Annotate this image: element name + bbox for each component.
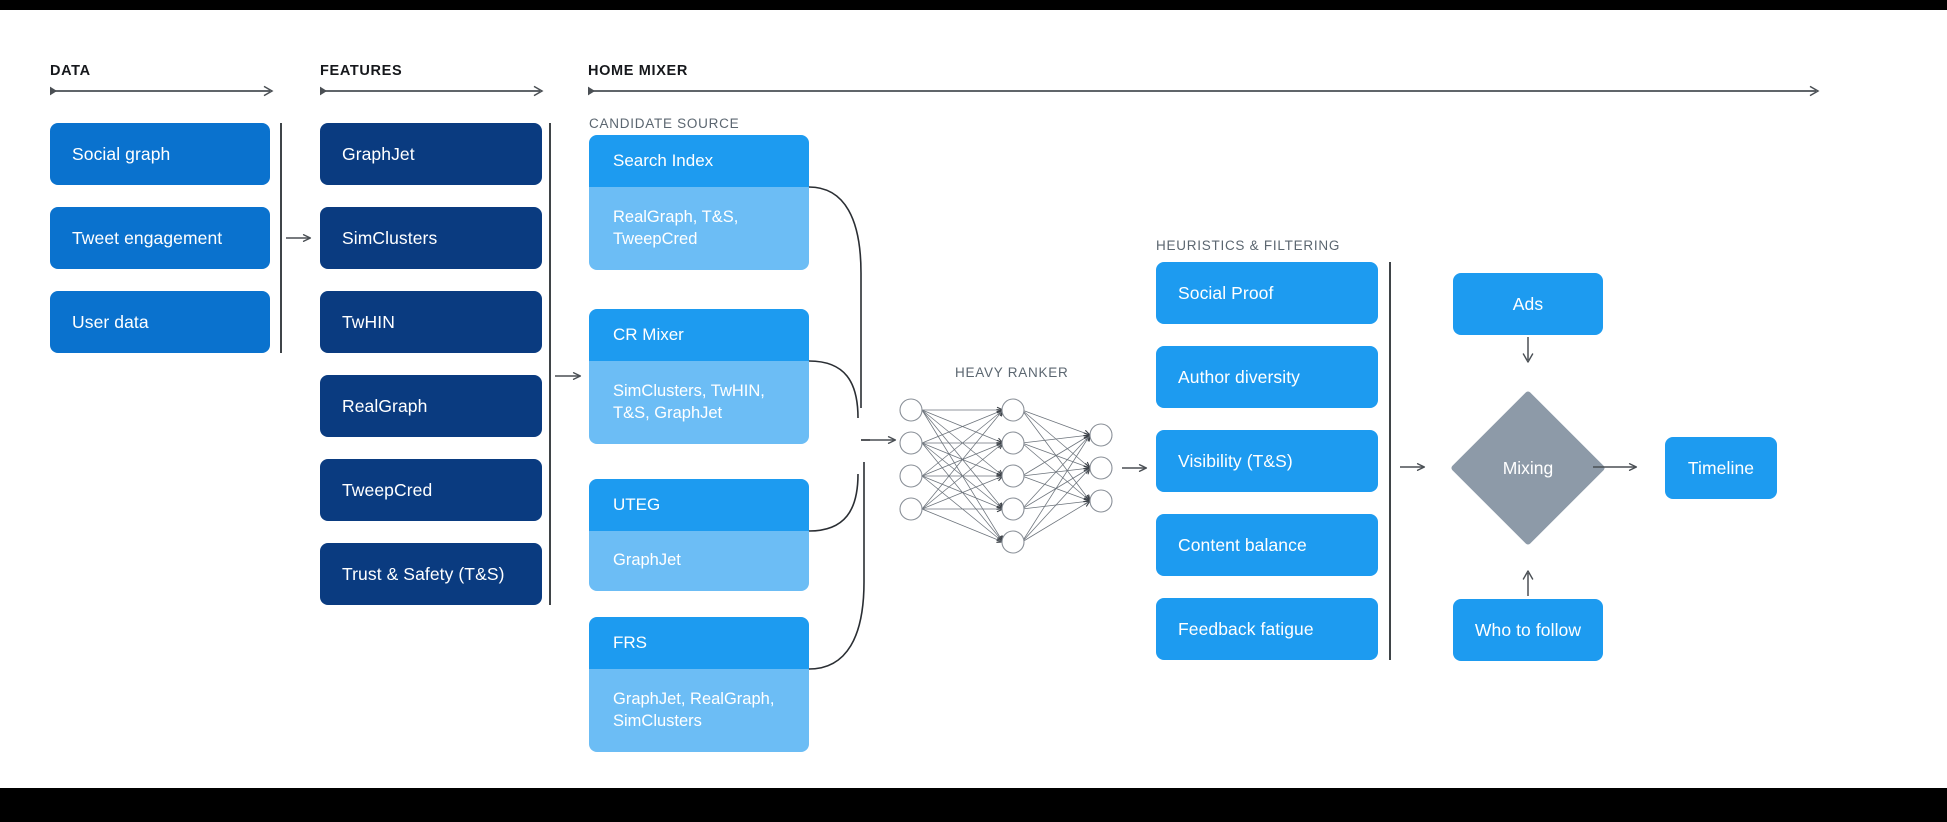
- feature-card-realgraph[interactable]: RealGraph: [320, 375, 542, 437]
- data-card-tweet-engagement[interactable]: Tweet engagement: [50, 207, 270, 269]
- candidate-source-features-frs: GraphJet, RealGraph, SimClusters: [589, 669, 809, 752]
- heuristic-card-social-proof[interactable]: Social Proof: [1156, 262, 1378, 324]
- candidate-source-header-search-index[interactable]: Search Index: [589, 135, 809, 187]
- heavy-ranker-neural-network: [899, 398, 1113, 554]
- candidate-source-feature-list: GraphJet: [613, 551, 681, 570]
- divider-data-column: [280, 123, 282, 353]
- candidate-source-name: CR Mixer: [613, 325, 684, 344]
- feature-card-label: SimClusters: [342, 227, 438, 248]
- arrow-who-to-follow-to-mixing: [1522, 570, 1534, 596]
- candidate-source-feature-list: RealGraph, T&S, TweepCred: [613, 207, 739, 248]
- heuristic-card-feedback-fatigue[interactable]: Feedback fatigue: [1156, 598, 1378, 660]
- data-card-label: User data: [72, 311, 149, 332]
- who-to-follow-label: Who to follow: [1474, 619, 1582, 640]
- subsection-title-heuristics: HEURISTICS & FILTERING: [1156, 238, 1341, 253]
- divider-heuristics-column: [1389, 262, 1391, 660]
- heuristic-card-author-diversity[interactable]: Author diversity: [1156, 346, 1378, 408]
- candidate-source-connectors: [808, 186, 865, 670]
- ads-label: Ads: [1512, 293, 1544, 314]
- timeline-card[interactable]: Timeline: [1665, 437, 1777, 499]
- section-title-data: DATA: [50, 63, 91, 79]
- feature-card-graphjet[interactable]: GraphJet: [320, 123, 542, 185]
- divider-features-column: [549, 123, 551, 605]
- candidate-source-features-cr-mixer: SimClusters, TwHIN, T&S, GraphJet: [589, 361, 809, 444]
- candidate-source-header-frs[interactable]: FRS: [589, 617, 809, 669]
- feature-card-simclusters[interactable]: SimClusters: [320, 207, 542, 269]
- candidate-source-features-uteg: GraphJet: [589, 531, 809, 591]
- data-card-social-graph[interactable]: Social graph: [50, 123, 270, 185]
- candidate-source-header-uteg[interactable]: UTEG: [589, 479, 809, 531]
- feature-card-tweepcred[interactable]: TweepCred: [320, 459, 542, 521]
- heuristic-card-content-balance[interactable]: Content balance: [1156, 514, 1378, 576]
- feature-card-label: Trust & Safety (T&S): [342, 563, 505, 584]
- feature-card-label: GraphJet: [342, 143, 415, 164]
- mixing-label: Mixing: [1502, 457, 1554, 478]
- candidate-source-name: UTEG: [613, 495, 661, 514]
- data-card-label: Tweet engagement: [72, 227, 223, 248]
- section-title-features: FEATURES: [320, 63, 403, 79]
- data-card-label: Social graph: [72, 143, 171, 164]
- heuristic-card-label: Visibility (T&S): [1178, 450, 1293, 471]
- heuristic-card-label: Author diversity: [1178, 366, 1301, 387]
- section-rule-data: [48, 84, 278, 98]
- arrow-ads-to-mixing: [1522, 337, 1534, 363]
- subsection-title-heavy-ranker: HEAVY RANKER: [955, 365, 1069, 380]
- letterbox-bottom: [0, 788, 1947, 822]
- heuristic-card-label: Feedback fatigue: [1178, 618, 1314, 639]
- subsection-title-candidate-source: CANDIDATE SOURCE: [589, 116, 740, 131]
- data-card-user-data[interactable]: User data: [50, 291, 270, 353]
- candidate-source-header-cr-mixer[interactable]: CR Mixer: [589, 309, 809, 361]
- heuristic-card-visibility[interactable]: Visibility (T&S): [1156, 430, 1378, 492]
- feature-card-label: TwHIN: [342, 311, 395, 332]
- feature-card-label: RealGraph: [342, 395, 428, 416]
- timeline-label: Timeline: [1687, 457, 1755, 478]
- candidate-source-features-search-index: RealGraph, T&S, TweepCred: [589, 187, 809, 270]
- candidate-source-feature-list: GraphJet, RealGraph, SimClusters: [613, 689, 775, 730]
- candidate-source-feature-list: SimClusters, TwHIN, T&S, GraphJet: [613, 381, 765, 422]
- section-title-home-mixer: HOME MIXER: [588, 63, 688, 79]
- section-rule-features: [318, 84, 548, 98]
- feature-card-trust-safety[interactable]: Trust & Safety (T&S): [320, 543, 542, 605]
- ads-card[interactable]: Ads: [1453, 273, 1603, 335]
- letterbox-top: [0, 0, 1947, 10]
- heuristic-card-label: Social Proof: [1178, 282, 1274, 303]
- candidate-source-name: FRS: [613, 633, 647, 652]
- section-rule-home-mixer: [586, 84, 1826, 98]
- connector-overlay: [286, 186, 1638, 670]
- diagram-canvas: DATA FEATURES HOME MIXER CANDIDA: [0, 10, 1947, 788]
- feature-card-label: TweepCred: [342, 479, 433, 500]
- heuristic-card-label: Content balance: [1178, 534, 1307, 555]
- who-to-follow-card[interactable]: Who to follow: [1453, 599, 1603, 661]
- feature-card-twhin[interactable]: TwHIN: [320, 291, 542, 353]
- candidate-source-name: Search Index: [613, 151, 714, 170]
